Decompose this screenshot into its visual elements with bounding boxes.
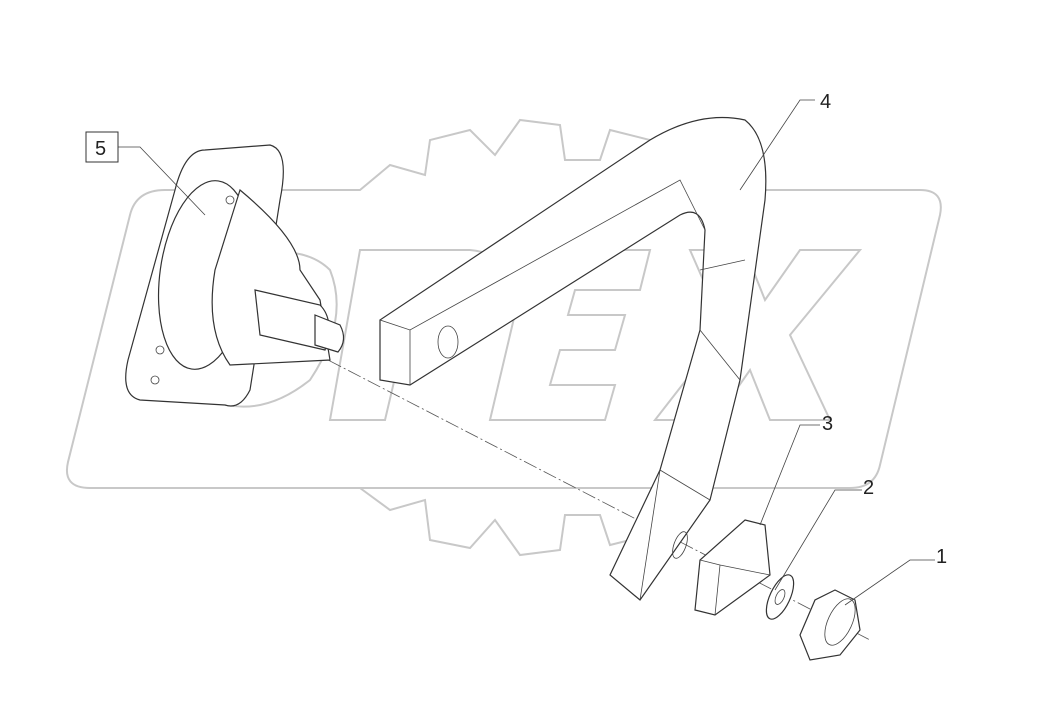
- callout-1: 1: [936, 546, 947, 568]
- leader-lines: [118, 99, 935, 606]
- part-4-shank: [379, 116, 767, 601]
- axis-centerline: [269, 329, 871, 641]
- callout-2: 2: [863, 477, 874, 499]
- part-5-hub: [125, 144, 345, 407]
- callout-5-box: [85, 131, 119, 163]
- callout-4: 4: [820, 91, 831, 113]
- callout-5: 5: [95, 138, 106, 160]
- part-3-wedge: [694, 519, 771, 616]
- callout-3: 3: [822, 413, 833, 435]
- part-2-washer: [765, 574, 795, 620]
- part-1-nut: [799, 589, 861, 661]
